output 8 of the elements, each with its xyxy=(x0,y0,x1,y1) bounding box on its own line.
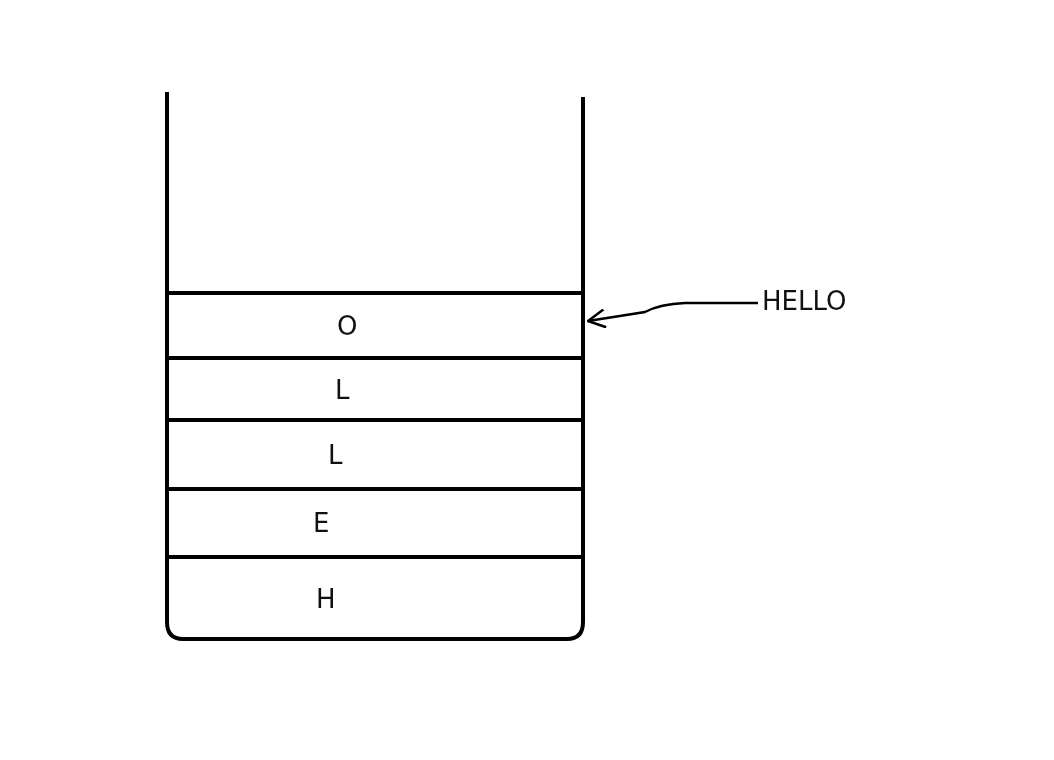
stack-letter: L xyxy=(335,375,350,405)
stack-letter: L xyxy=(328,439,343,470)
stack-letter: O xyxy=(337,311,358,341)
stack-label: HELLO xyxy=(762,285,862,317)
arrow xyxy=(586,301,758,329)
stack-letter: H xyxy=(316,584,336,614)
stack-letter: E xyxy=(313,508,330,538)
stack-container xyxy=(163,92,587,643)
